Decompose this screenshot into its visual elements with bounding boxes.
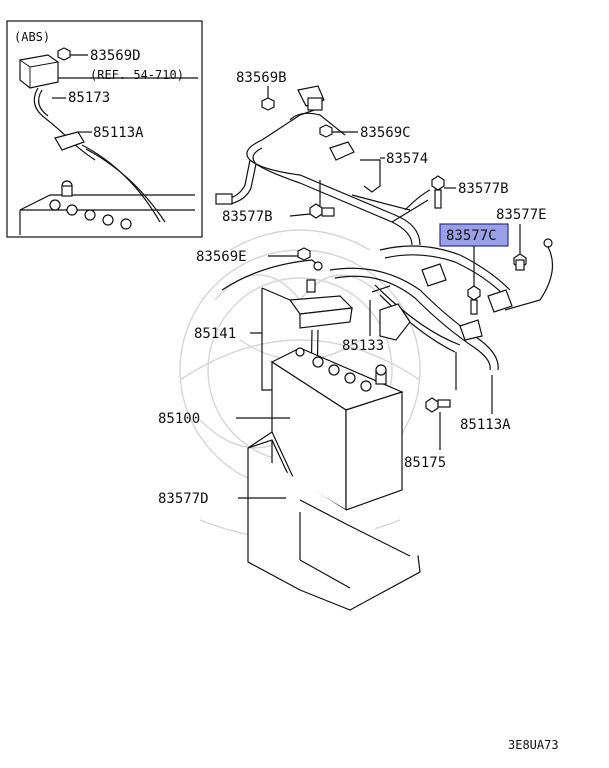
callout-85113a-inset[interactable]: 85113A bbox=[93, 125, 144, 141]
nut-icon-83569c bbox=[319, 124, 333, 138]
main-harness bbox=[215, 85, 431, 246]
nut-icon-83569e bbox=[297, 247, 311, 261]
callout-83577c[interactable]: 83577C bbox=[446, 228, 497, 244]
callout-83577b-left[interactable]: 83577B bbox=[222, 209, 273, 225]
inset-group-label: (ABS) bbox=[14, 30, 50, 44]
diagram-code: 3E8UA73 bbox=[508, 738, 559, 752]
inset-ref-note: (REF. 54-710) bbox=[90, 68, 184, 82]
battery-caps-inset bbox=[49, 180, 132, 230]
battery-caps-main bbox=[295, 347, 387, 392]
bolt-icon-83577c bbox=[467, 285, 481, 315]
bolt-icon-83577b-right bbox=[431, 175, 445, 209]
terminal-cover-85133 bbox=[371, 285, 411, 341]
bolt-icon-83577d bbox=[425, 397, 451, 413]
battery-cable-harness bbox=[329, 245, 513, 371]
battery-85100 bbox=[270, 347, 404, 512]
callout-83569b[interactable]: 83569B bbox=[236, 70, 287, 86]
callout-83577e[interactable]: 83577E bbox=[496, 207, 547, 223]
callout-85100[interactable]: 85100 bbox=[158, 411, 200, 427]
callout-83569c[interactable]: 83569C bbox=[360, 125, 411, 141]
callout-83577b-right[interactable]: 83577B bbox=[458, 181, 509, 197]
bolt-icon-83577e bbox=[504, 238, 554, 311]
nut-icon-83569b bbox=[261, 97, 275, 111]
nut-icon-83569d bbox=[57, 47, 71, 61]
callout-85173[interactable]: 85173 bbox=[68, 90, 110, 106]
callout-83569d[interactable]: 83569D bbox=[90, 48, 141, 64]
callout-83569e[interactable]: 83569E bbox=[196, 249, 247, 265]
relay-box-shape bbox=[19, 54, 59, 89]
connector-mid-icon bbox=[329, 141, 355, 161]
callout-85141[interactable]: 85141 bbox=[194, 326, 236, 342]
callout-83574[interactable]: 83574 bbox=[386, 151, 428, 167]
callout-83577d[interactable]: 85175 bbox=[404, 455, 446, 471]
bolt-icon-83577b-left bbox=[309, 203, 335, 219]
battery-tray-85175 bbox=[247, 431, 421, 611]
callout-85133[interactable]: 85133 bbox=[342, 338, 384, 354]
highlighted-callout-83577c[interactable]: 83577C bbox=[439, 223, 509, 247]
connector-right-icon bbox=[421, 263, 447, 287]
terminal-clamp-icon bbox=[54, 131, 85, 151]
callout-85113a[interactable]: 85113A bbox=[460, 417, 511, 433]
connector-left-icon bbox=[215, 193, 233, 205]
callout-85175[interactable]: 83577D bbox=[158, 491, 209, 507]
abs-inset-box: (ABS) 83569D (REF. 54-710) 85173 85113A bbox=[6, 20, 203, 238]
bracket-83574-icon bbox=[360, 159, 381, 193]
hold-down-bracket-85141 bbox=[288, 279, 354, 441]
